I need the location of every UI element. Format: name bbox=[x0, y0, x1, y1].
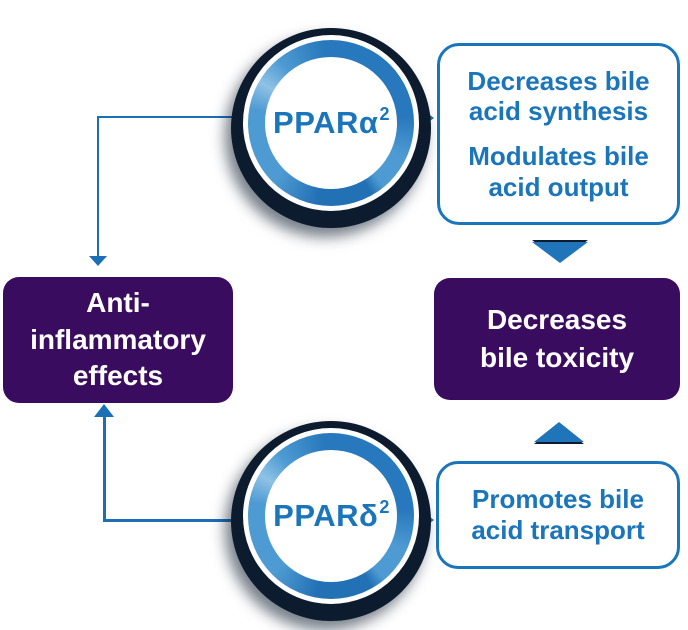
connector-delta-horizontal-line bbox=[104, 519, 234, 522]
bile-output-paragraph: Modulates bile acid output bbox=[468, 141, 649, 202]
arrowhead-down-icon bbox=[89, 256, 107, 266]
bile-output-line-1: Modulates bile bbox=[468, 141, 649, 171]
bile-transport-line-2: acid transport bbox=[471, 515, 645, 545]
box-bile-transport: Promotes bile acid transport bbox=[436, 461, 680, 569]
flow-arrow-down-icon bbox=[532, 242, 588, 263]
ppar-delta-inner-circle: PPARδ2 bbox=[265, 450, 397, 582]
bile-synthesis-paragraph: Decreases bile acid synthesis bbox=[467, 66, 649, 127]
ppar-delta-white-ring: PPARδ2 bbox=[243, 428, 419, 604]
ppar-alpha-white-ring: PPARα2 bbox=[243, 35, 419, 211]
ppar-alpha-blue-swirl-ring: PPARα2 bbox=[248, 40, 414, 206]
ppar-alpha-superscript: 2 bbox=[379, 103, 390, 124]
anti-inflammatory-line-3: effects bbox=[72, 360, 164, 392]
anti-inflammatory-line-1: Anti- bbox=[86, 286, 150, 318]
bile-toxicity-line-2: bile toxicity bbox=[479, 342, 635, 373]
bile-output-line-2: acid output bbox=[488, 171, 629, 202]
box-bile-synthesis: Decreases bile acid synthesis Modulates … bbox=[437, 43, 680, 225]
bile-transport-paragraph: Promotes bile acid transport bbox=[471, 484, 644, 545]
ppar-delta-label: PPARδ2 bbox=[273, 496, 390, 534]
ppar-delta-superscript: 2 bbox=[379, 496, 390, 517]
connector-alpha-vertical-line bbox=[97, 116, 99, 257]
arrowhead-up-icon bbox=[94, 404, 114, 417]
ppar-alpha-label: PPARα2 bbox=[273, 103, 390, 141]
node-ppar-alpha: PPARα2 bbox=[231, 28, 431, 228]
connector-alpha-horizontal-line bbox=[98, 116, 236, 118]
bile-toxicity-line-1: Decreases bbox=[486, 304, 628, 336]
anti-inflammatory-line-2: inflammatory bbox=[30, 323, 206, 355]
ppar-delta-name: PPARδ bbox=[273, 498, 379, 533]
bile-synthesis-line-1: Decreases bile bbox=[467, 65, 650, 96]
ppar-alpha-inner-circle: PPARα2 bbox=[265, 57, 397, 189]
ppar-delta-blue-swirl-ring: PPARδ2 bbox=[248, 433, 414, 599]
ppar-alpha-name: PPARα bbox=[273, 105, 379, 140]
connector-delta-vertical-line bbox=[103, 411, 106, 522]
box-bile-toxicity: Decreases bile toxicity bbox=[434, 278, 680, 400]
flow-arrow-up-icon bbox=[534, 422, 584, 442]
box-anti-inflammatory: Anti- inflammatory effects bbox=[3, 277, 233, 403]
bile-synthesis-line-2: acid synthesis bbox=[468, 96, 649, 127]
node-ppar-delta: PPARδ2 bbox=[231, 421, 431, 621]
bile-transport-line-1: Promotes bile bbox=[472, 484, 644, 515]
